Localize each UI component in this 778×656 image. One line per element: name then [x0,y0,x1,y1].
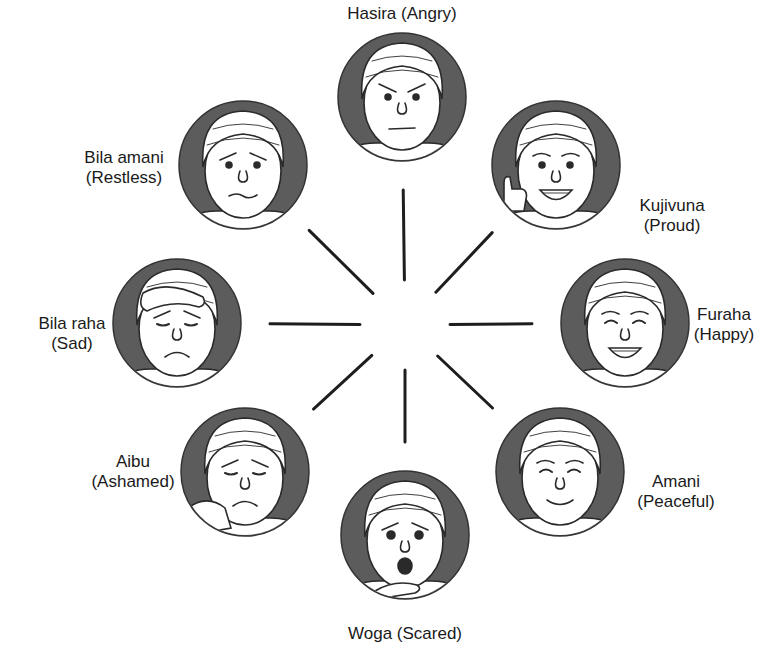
face-illustration [112,258,242,388]
spoke-line [436,233,492,293]
face-illustration [337,32,467,162]
spoke-line [309,230,373,293]
spoke-line [313,355,371,409]
spoke-line [450,322,532,326]
emotion-label: Amani (Peaceful) [630,472,722,513]
emotion-circle: Hasira (Angry) [337,32,467,162]
emotion-label: Kujivuna (Proud) [630,196,714,237]
emotion-label: Hasira (Angry) [312,4,492,24]
emotion-circle: Bila amani (Restless) [178,100,308,230]
face-illustration [178,100,308,230]
emotion-circle: Amani (Peaceful) [495,407,625,537]
emotion-label: Furaha (Happy) [688,305,760,346]
emotion-circle: Bila raha (Sad) [112,258,242,388]
spoke-line [270,322,360,326]
face-illustration [491,100,621,230]
face-illustration [180,407,310,537]
face-illustration [340,470,470,600]
emotion-circle: Aibu (Ashamed) [180,407,310,537]
spoke-line [404,370,407,442]
spoke-line [438,356,493,408]
face-illustration [495,407,625,537]
face-illustration [560,258,690,388]
emotion-label: Woga (Scared) [315,624,495,644]
emotion-label: Aibu (Ashamed) [88,452,178,493]
spoke-line [403,190,404,280]
emotion-circle: Woga (Scared) [340,470,470,600]
emotion-label: Bila raha (Sad) [32,314,112,355]
emotion-circle: Furaha (Happy) [560,258,690,388]
emotion-circle: Kujivuna (Proud) [491,100,621,230]
emotion-label: Bila amani (Restless) [74,148,174,189]
